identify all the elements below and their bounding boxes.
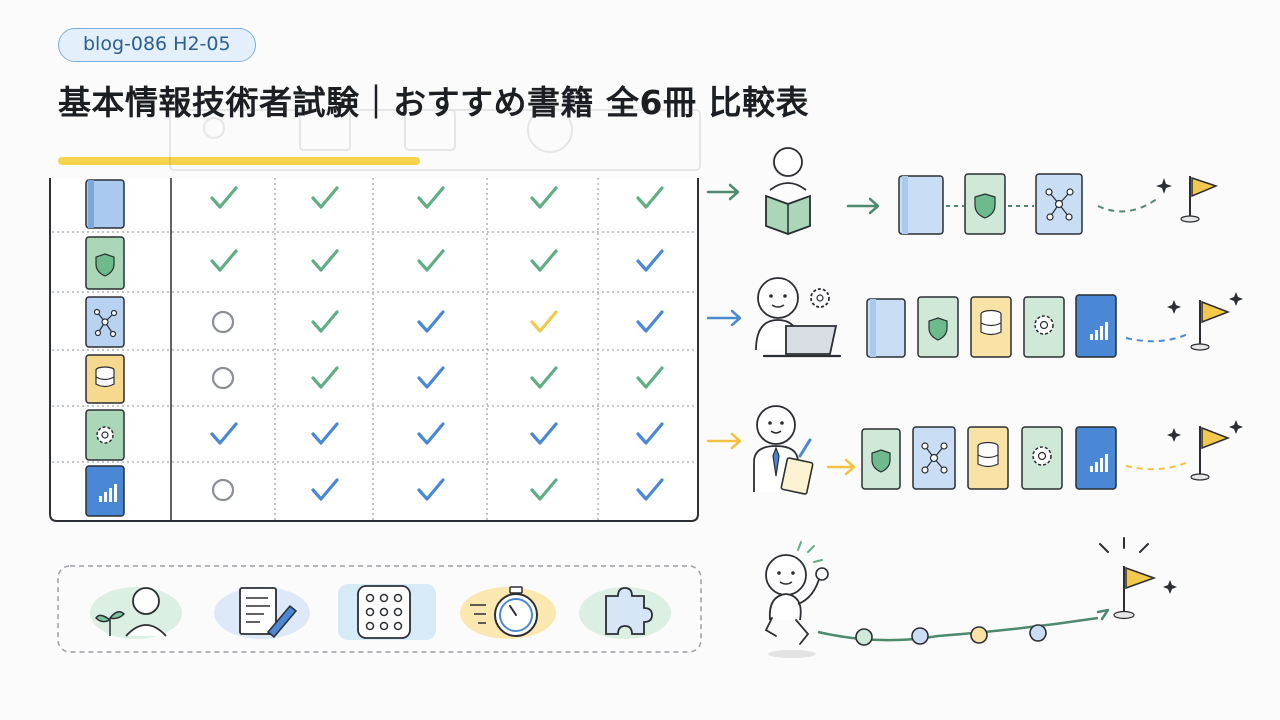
check-mark xyxy=(636,366,664,389)
check-mark xyxy=(210,422,238,445)
check-mark xyxy=(417,186,445,209)
route-2-book-database-icon xyxy=(970,296,1012,358)
check-mark xyxy=(530,366,558,389)
route-arrows xyxy=(706,183,742,450)
reader-person-icon xyxy=(765,147,811,235)
check-mark xyxy=(530,478,558,501)
book-network-icon xyxy=(85,296,125,348)
puzzle-icon xyxy=(579,587,671,639)
check-mark xyxy=(636,186,664,209)
check-mark xyxy=(311,366,339,389)
final-goal-flag-icon xyxy=(1099,537,1177,620)
route-3-goal-flag-icon xyxy=(1167,420,1243,481)
route-1-book-plain-icon xyxy=(898,175,944,235)
stopwatch-icon xyxy=(460,586,556,639)
check-mark xyxy=(636,422,664,445)
check-mark xyxy=(417,366,445,389)
circle-mark xyxy=(211,366,235,390)
route-3-book-gear-icon xyxy=(1021,426,1063,490)
title-underline xyxy=(58,157,420,165)
route-2-book-shield-icon xyxy=(917,296,959,358)
route-2-goal-flag-icon xyxy=(1167,292,1243,351)
check-mark xyxy=(636,310,664,333)
book-plain-icon xyxy=(85,179,125,229)
route-1-book-shield-icon xyxy=(964,173,1006,235)
check-mark xyxy=(210,186,238,209)
page-title: 基本情報技術者試験｜おすすめ書籍 全6冊 比較表 xyxy=(58,83,809,122)
route-1-book-network-icon xyxy=(1035,173,1083,235)
legend-box xyxy=(57,565,702,653)
check-mark xyxy=(417,249,445,272)
faded-header-icons xyxy=(169,107,802,177)
check-mark xyxy=(417,478,445,501)
comparison-table xyxy=(49,178,699,522)
route-3-book-shield-icon xyxy=(861,428,901,490)
route-1 xyxy=(765,147,1219,235)
clipboard-person-icon xyxy=(753,405,814,495)
circle-mark xyxy=(211,478,235,502)
route-3-book-chart-icon xyxy=(1075,426,1117,490)
check-mark xyxy=(417,422,445,445)
beginner-sprout-icon xyxy=(90,587,182,639)
book-gear-icon xyxy=(85,409,125,461)
check-mark xyxy=(311,186,339,209)
grid-dots-icon xyxy=(338,584,436,640)
check-mark xyxy=(417,310,445,333)
book-shield-icon xyxy=(85,236,125,290)
check-mark xyxy=(530,186,558,209)
check-mark xyxy=(311,310,339,333)
circle-mark xyxy=(211,310,235,334)
check-mark xyxy=(636,249,664,272)
book-chart-icon xyxy=(85,465,125,517)
check-mark xyxy=(311,478,339,501)
check-mark xyxy=(210,249,238,272)
notes-pencil-icon xyxy=(214,587,310,639)
route-1-goal-flag-icon xyxy=(1156,176,1219,223)
route-3-book-database-icon xyxy=(967,426,1009,490)
cheering-person-icon xyxy=(764,541,829,658)
check-mark xyxy=(311,422,339,445)
check-mark xyxy=(530,422,558,445)
check-mark xyxy=(636,478,664,501)
route-2-book-plain-icon xyxy=(866,298,906,358)
route-3-book-network-icon xyxy=(912,426,956,490)
check-mark xyxy=(530,249,558,272)
post-tag: blog-086 H2-05 xyxy=(58,28,256,62)
route-2 xyxy=(755,277,1243,358)
laptop-person-icon xyxy=(755,277,842,358)
book-database-icon xyxy=(85,354,125,404)
route-2-book-gear-icon xyxy=(1023,296,1065,358)
route-3 xyxy=(753,405,1243,495)
progress-journey xyxy=(764,537,1177,658)
check-mark xyxy=(530,310,558,333)
table-marks xyxy=(210,186,664,502)
check-mark xyxy=(311,249,339,272)
route-2-book-chart-icon xyxy=(1075,294,1117,358)
